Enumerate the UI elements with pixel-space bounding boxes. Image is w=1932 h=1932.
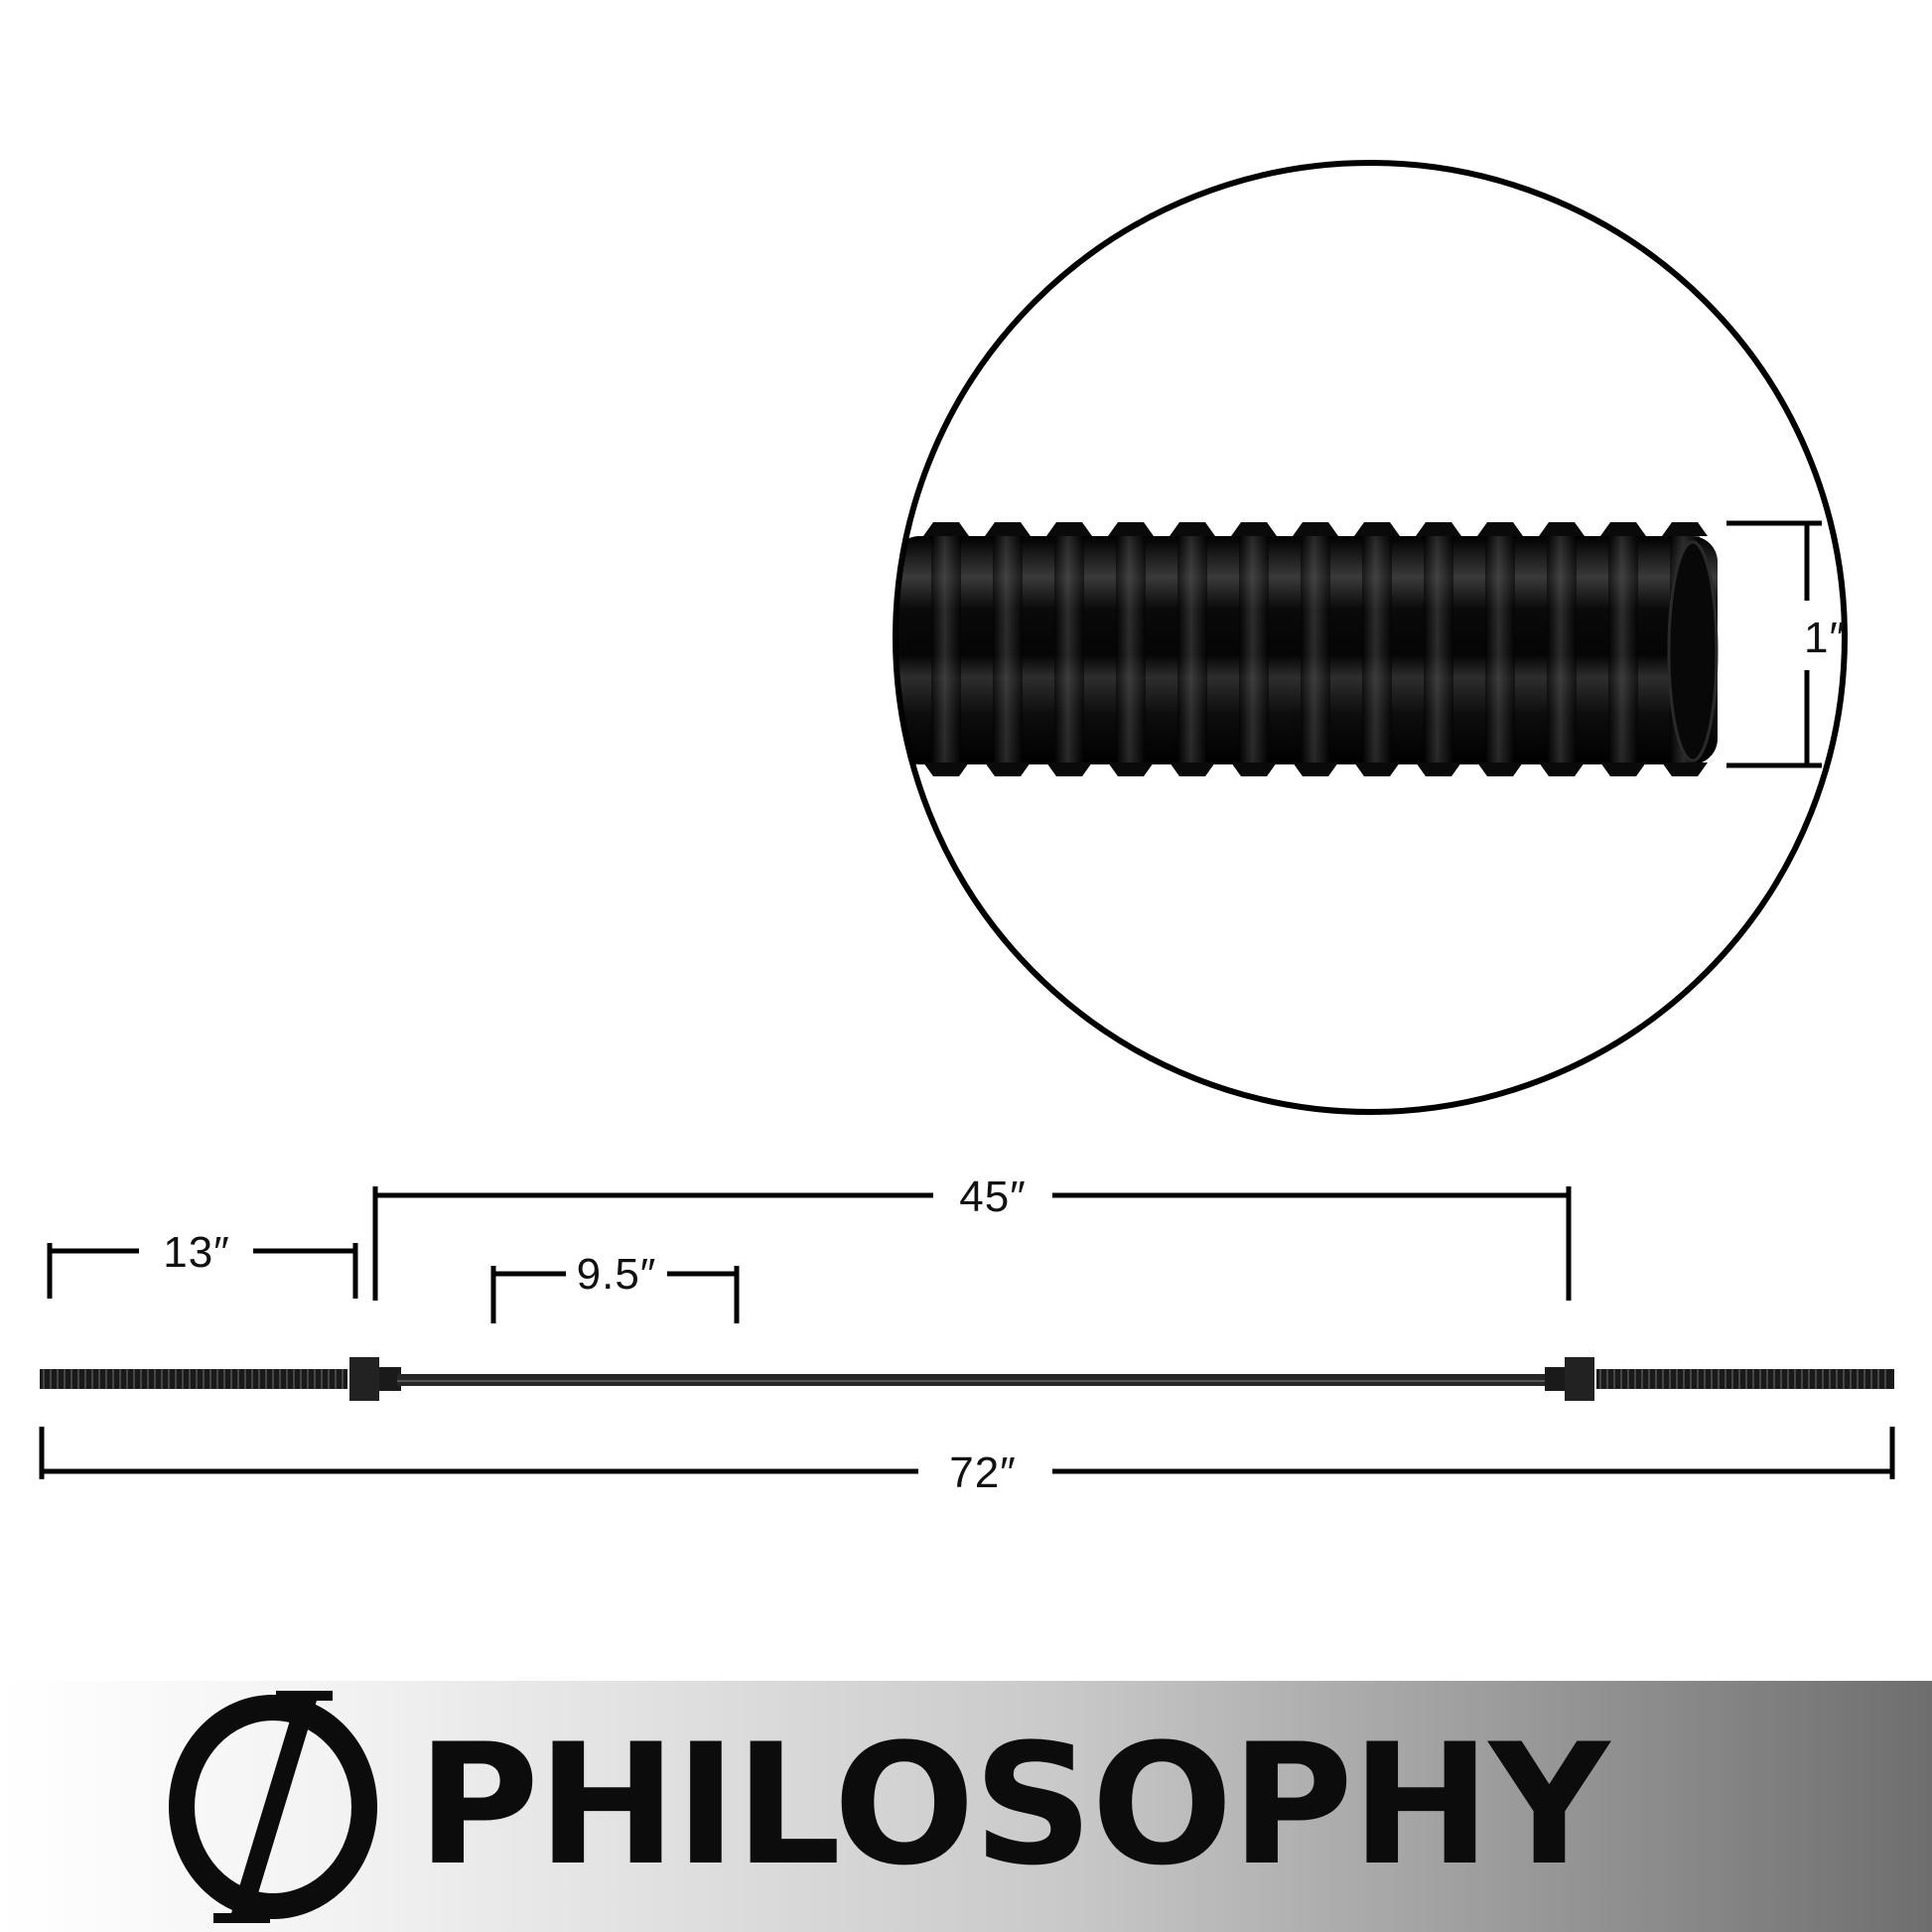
thread-ridge (1354, 522, 1400, 776)
phi-logo-icon (169, 1691, 377, 1923)
brand-wordmark: PHILOSOPHY (417, 1708, 1609, 1902)
sleeve-length-dimension: 13″ (47, 1228, 358, 1299)
overall-length-dimension: 72″ (39, 1427, 1895, 1497)
knurl-dimension: 9.5″ (490, 1250, 740, 1323)
thread-ridge (923, 522, 969, 776)
dimension-label-13: 13″ (163, 1228, 230, 1277)
grip-span-dimension: 45″ (372, 1173, 1572, 1301)
thread-ridge (1477, 522, 1523, 776)
dimension-label-9-5: 9.5″ (577, 1250, 657, 1299)
zoom-detail (893, 160, 1848, 1115)
dimension-label-diameter: 1″ (1804, 614, 1846, 662)
left-sleeve (40, 1369, 347, 1389)
thread-ridge (985, 522, 1031, 776)
thread-ridge (1046, 522, 1092, 776)
thread-ridge (1600, 522, 1646, 776)
thread-ridge (1231, 522, 1277, 776)
right-collar (1565, 1357, 1594, 1401)
dimension-label-72: 72″ (949, 1449, 1017, 1497)
thread-ridge (1293, 522, 1338, 776)
barbell (40, 1357, 1894, 1401)
left-collar (349, 1357, 379, 1401)
thread-ridge (1108, 522, 1154, 776)
thread-ridge (1170, 522, 1215, 776)
diameter-dimension: 1″ (1726, 520, 1846, 768)
zoom-circle (893, 160, 1848, 1115)
thread-ridge (1416, 522, 1461, 776)
threaded-sleeve-closeup (896, 522, 1719, 776)
right-sleeve (1596, 1369, 1894, 1389)
dimension-label-45: 45″ (959, 1173, 1027, 1221)
thread-ridge (1539, 522, 1585, 776)
